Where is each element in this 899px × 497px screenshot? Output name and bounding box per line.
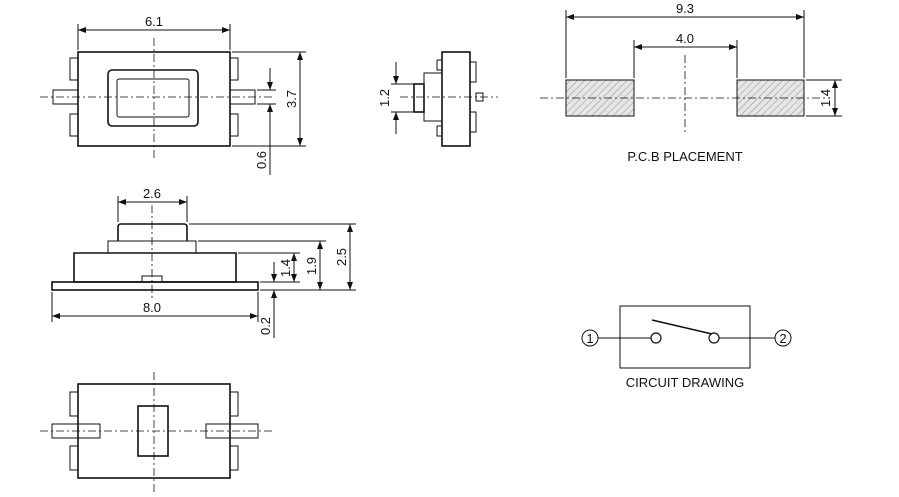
height-label-1-4: 1.4 bbox=[278, 259, 293, 277]
pin-2-label: 2 bbox=[779, 331, 786, 346]
top-view: 6.1 3.7 0.6 bbox=[40, 14, 306, 175]
height-label-1-9: 1.9 bbox=[304, 257, 319, 275]
pcb-gap-label: 4.0 bbox=[676, 31, 694, 46]
front-view: 2.6 8.0 1.4 1.9 2.5 0.2 bbox=[51, 186, 356, 338]
pin-2-marker bbox=[774, 329, 792, 347]
pcb-placement: 9.3 4.0 1.4 P.C.B PLACEMENT bbox=[540, 1, 842, 164]
top-width-label: 6.1 bbox=[145, 14, 163, 29]
pin-1-label: 1 bbox=[586, 331, 593, 346]
pcb-pad-height-label: 1.4 bbox=[818, 89, 833, 107]
circuit-drawing: 1 2 CIRCUIT DRAWING bbox=[581, 305, 792, 390]
actuator-width-label: 2.6 bbox=[143, 186, 161, 201]
base-thickness-label: 0.2 bbox=[258, 317, 273, 335]
overall-length-label: 8.0 bbox=[143, 300, 161, 315]
circuit-caption: CIRCUIT DRAWING bbox=[626, 375, 744, 390]
top-height-label: 3.7 bbox=[284, 90, 299, 108]
bottom-view bbox=[40, 372, 275, 492]
terminal-width-label: 0.6 bbox=[254, 151, 269, 169]
pcb-overall-label: 9.3 bbox=[676, 1, 694, 16]
height-label-2-5: 2.5 bbox=[334, 248, 349, 266]
side-height-label: 1.2 bbox=[377, 89, 392, 107]
pcb-caption: P.C.B PLACEMENT bbox=[627, 149, 742, 164]
side-view: 1.2 bbox=[377, 51, 498, 147]
pin-1-marker bbox=[581, 329, 599, 347]
